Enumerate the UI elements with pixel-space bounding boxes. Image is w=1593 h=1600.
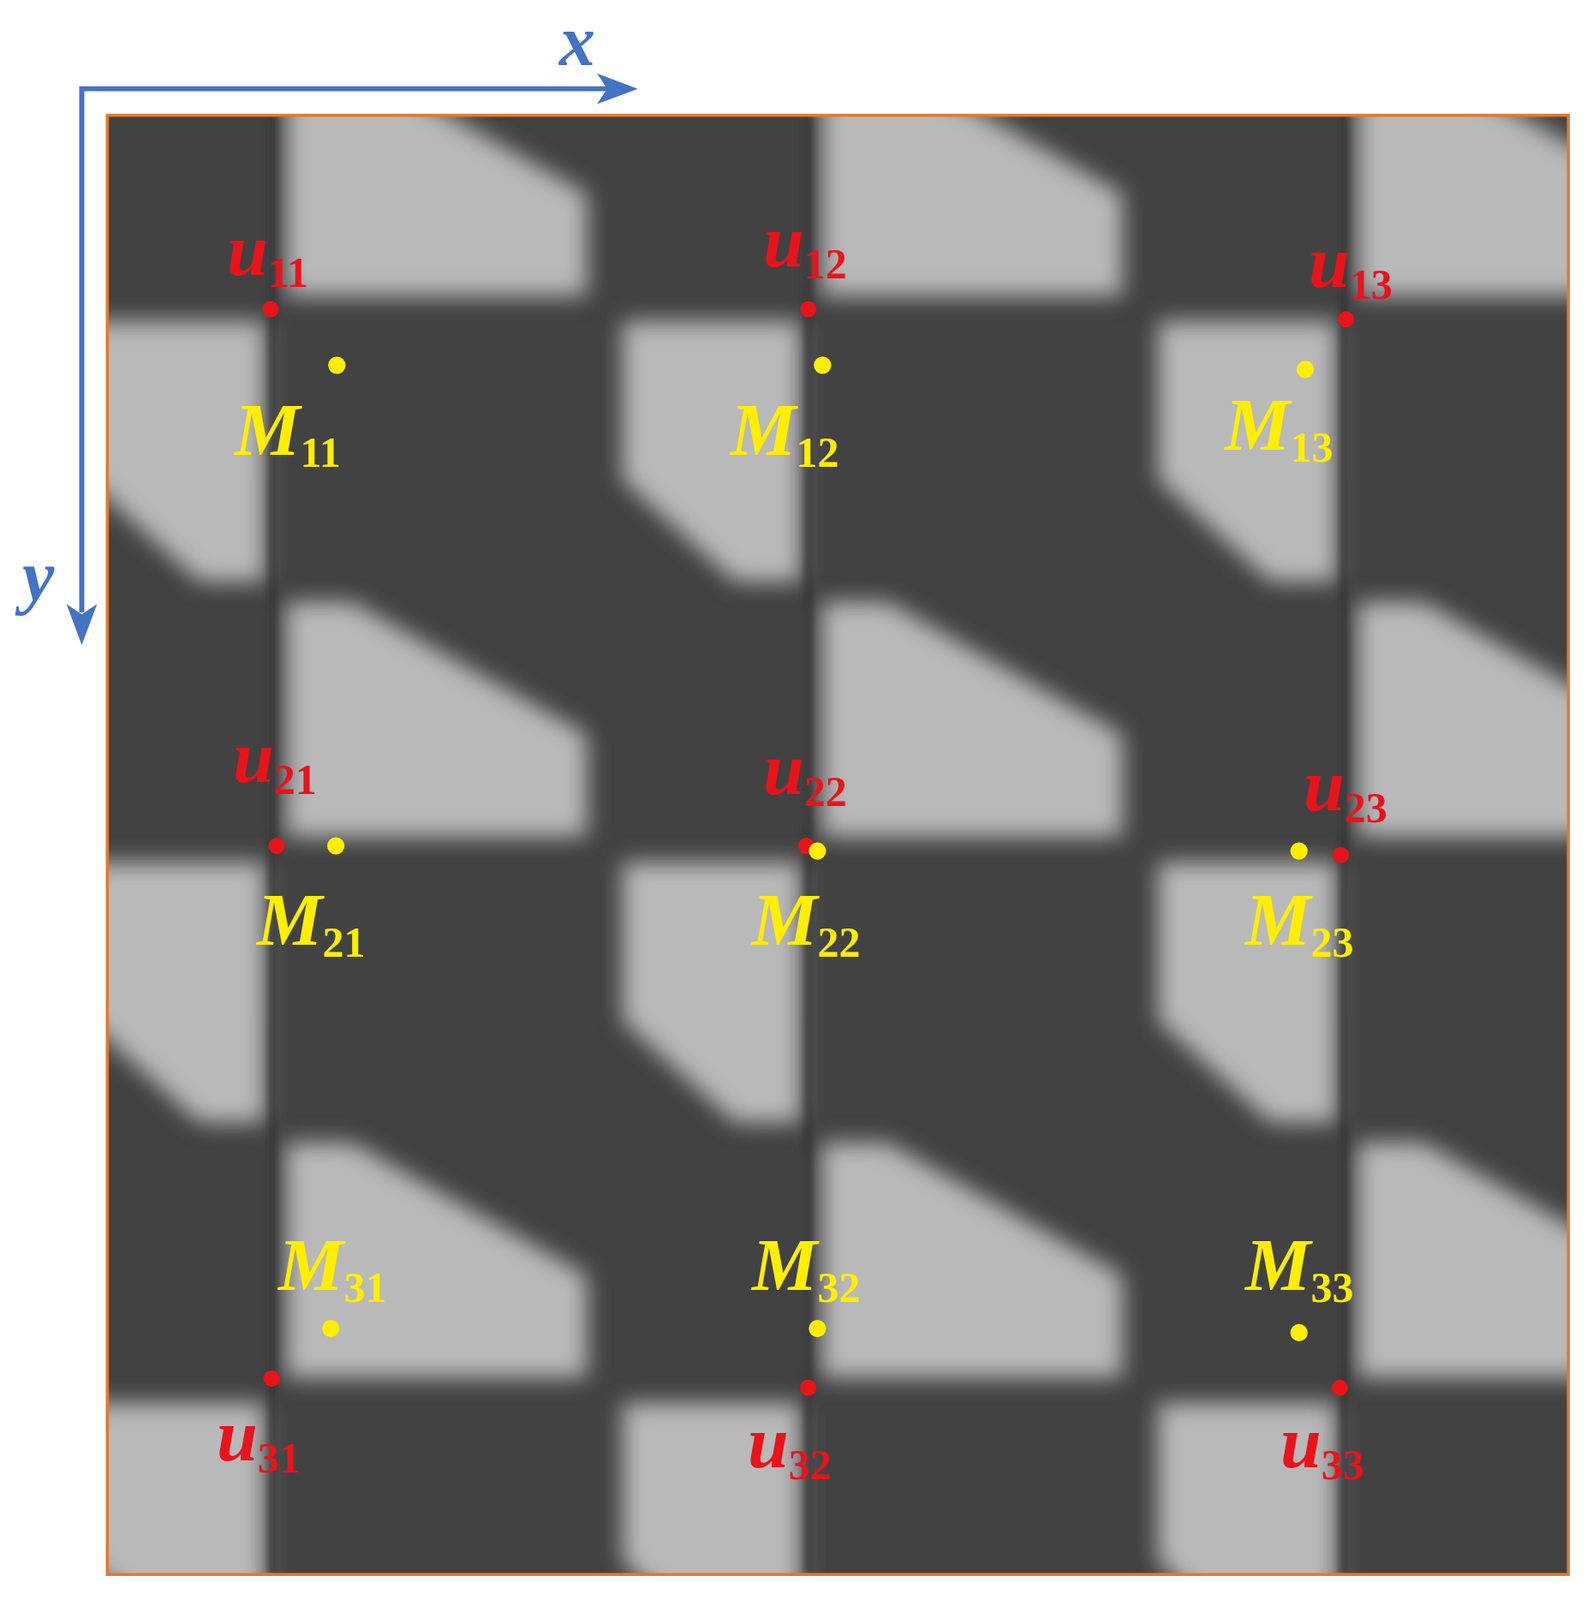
- point-label: M22: [751, 883, 860, 964]
- point-label: u22: [763, 732, 848, 813]
- point-label: M12: [730, 393, 839, 474]
- point-label: M23: [1245, 883, 1354, 964]
- point-label: u21: [232, 720, 317, 801]
- point-label: M21: [256, 883, 365, 964]
- point-label: u31: [216, 1398, 301, 1480]
- axis-label: x: [559, 5, 596, 78]
- point-label: M32: [751, 1228, 860, 1309]
- point-label: u13: [1308, 225, 1393, 306]
- point-label: u33: [1280, 1405, 1365, 1486]
- axis-label: y: [22, 540, 54, 613]
- point-label: M31: [278, 1228, 387, 1309]
- point-label: M13: [1224, 387, 1333, 469]
- point-label: u12: [763, 204, 848, 286]
- point-label: u23: [1303, 748, 1388, 830]
- point-label: M11: [234, 393, 341, 474]
- point-label: u11: [226, 213, 309, 294]
- point-label: u32: [747, 1405, 832, 1486]
- point-label: M33: [1245, 1228, 1354, 1309]
